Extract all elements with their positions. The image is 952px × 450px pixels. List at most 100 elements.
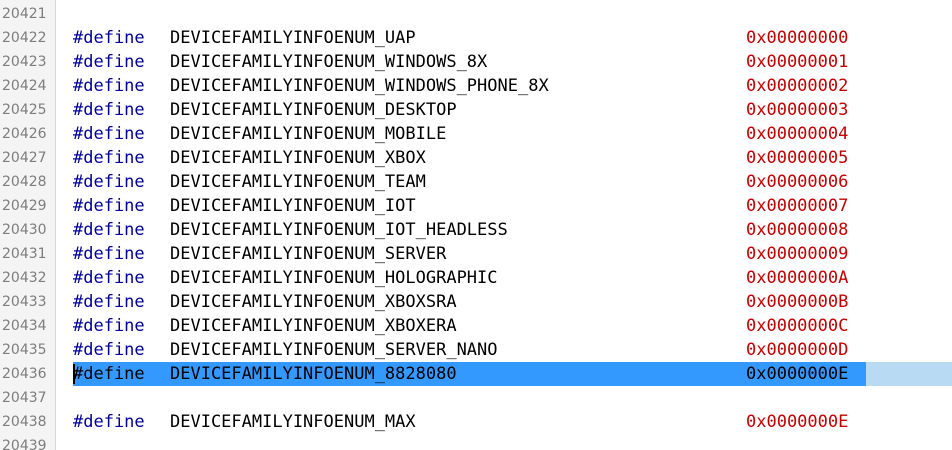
- define-keyword: #define: [73, 292, 145, 312]
- line-number: 20424: [2, 78, 47, 94]
- line-content[interactable]: #define DEVICEFAMILYINFOENUM_XBOXERA 0x000…: [73, 314, 866, 338]
- define-keyword: #define: [73, 28, 145, 48]
- define-keyword: #define: [73, 364, 145, 384]
- code-line[interactable]: 20432 #define DEVICEFAMILYINFOENUM_HOLOGRA…: [0, 266, 952, 290]
- macro-value: 0x00000000: [746, 28, 849, 48]
- line-number: 20437: [2, 390, 47, 406]
- line-number: 20439: [2, 438, 47, 450]
- define-keyword: #define: [73, 196, 145, 216]
- macro-value: 0x00000002: [746, 76, 849, 96]
- code-line[interactable]: 20435 #define DEVICEFAMILYINFOENUM_SERVER_…: [0, 338, 952, 362]
- macro-name: DEVICEFAMILYINFOENUM_WINDOWS_8X: [170, 52, 488, 72]
- define-keyword: #define: [73, 100, 145, 120]
- macro-name: DEVICEFAMILYINFOENUM_IOT: [170, 196, 416, 216]
- line-number: 20434: [2, 318, 47, 334]
- line-number: 20430: [2, 222, 47, 238]
- code-line[interactable]: 20423 #define DEVICEFAMILYINFOENUM_WINDOWS…: [0, 50, 952, 74]
- code-line[interactable]: 20430 #define DEVICEFAMILYINFOENUM_IOT_HEA…: [0, 218, 952, 242]
- line-content[interactable]: #define DEVICEFAMILYINFOENUM_WINDOWS_PHON…: [73, 74, 866, 98]
- line-content[interactable]: #define DEVICEFAMILYINFOENUM_SERVER_NANO 0…: [73, 338, 866, 362]
- line-content[interactable]: [73, 434, 866, 450]
- text-caret: [73, 364, 75, 384]
- line-number: 20435: [2, 342, 47, 358]
- line-content[interactable]: #define DEVICEFAMILYINFOENUM_HOLOGRAPHIC 0…: [73, 266, 866, 290]
- line-number: 20433: [2, 294, 47, 310]
- line-number: 20429: [2, 198, 47, 214]
- define-keyword: #define: [73, 412, 145, 432]
- macro-name: DEVICEFAMILYINFOENUM_WINDOWS_PHONE_8X: [170, 76, 549, 96]
- line-number-gutter: [0, 0, 56, 450]
- line-number: 20425: [2, 102, 47, 118]
- line-number: 20423: [2, 54, 47, 70]
- code-line[interactable]: 20439: [0, 434, 952, 450]
- line-content[interactable]: #define DEVICEFAMILYINFOENUM_8828080 0x000…: [73, 362, 866, 386]
- line-number: 20438: [2, 414, 47, 430]
- define-keyword: #define: [73, 340, 145, 360]
- define-keyword: #define: [73, 76, 145, 96]
- macro-value: 0x00000003: [746, 100, 849, 120]
- macro-name: DEVICEFAMILYINFOENUM_DESKTOP: [170, 100, 457, 120]
- code-line-selected[interactable]: 20436 #define DEVICEFAMILYINFOENUM_8828080…: [0, 362, 952, 386]
- macro-name: DEVICEFAMILYINFOENUM_8828080: [170, 364, 457, 384]
- macro-value: 0x00000007: [746, 196, 849, 216]
- define-keyword: #define: [73, 124, 145, 144]
- define-keyword: #define: [73, 52, 145, 72]
- define-keyword: #define: [73, 316, 145, 336]
- line-content[interactable]: #define DEVICEFAMILYINFOENUM_IOT 0x0000000…: [73, 194, 866, 218]
- code-line[interactable]: 20425 #define DEVICEFAMILYINFOENUM_DESKTOP…: [0, 98, 952, 122]
- define-keyword: #define: [73, 268, 145, 288]
- code-line[interactable]: 20434 #define DEVICEFAMILYINFOENUM_XBOXERA…: [0, 314, 952, 338]
- line-number: 20436: [2, 366, 47, 382]
- line-content[interactable]: #define DEVICEFAMILYINFOENUM_IOT_HEADLESS…: [73, 218, 866, 242]
- macro-value: 0x00000008: [746, 220, 849, 240]
- define-keyword: #define: [73, 148, 145, 168]
- macro-value: 0x00000005: [746, 148, 849, 168]
- macro-value: 0x0000000E: [746, 364, 849, 384]
- line-content[interactable]: #define DEVICEFAMILYINFOENUM_DESKTOP 0x000…: [73, 98, 866, 122]
- line-content[interactable]: #define DEVICEFAMILYINFOENUM_XBOXSRA 0x000…: [73, 290, 866, 314]
- code-line[interactable]: 20421: [0, 2, 952, 26]
- code-line[interactable]: 20429 #define DEVICEFAMILYINFOENUM_IOT 0x00…: [0, 194, 952, 218]
- code-line[interactable]: 20427 #define DEVICEFAMILYINFOENUM_XBOX 0x0…: [0, 146, 952, 170]
- line-content[interactable]: [73, 386, 866, 410]
- define-keyword: #define: [73, 244, 145, 264]
- macro-value: 0x0000000B: [746, 292, 849, 312]
- line-number: 20432: [2, 270, 47, 286]
- selection-tail: [866, 362, 952, 386]
- macro-name: DEVICEFAMILYINFOENUM_SERVER_NANO: [170, 340, 498, 360]
- macro-name: DEVICEFAMILYINFOENUM_IOT_HEADLESS: [170, 220, 508, 240]
- line-number: 20427: [2, 150, 47, 166]
- macro-name: DEVICEFAMILYINFOENUM_XBOXERA: [170, 316, 457, 336]
- macro-value: 0x0000000D: [746, 340, 849, 360]
- macro-value: 0x0000000A: [746, 268, 849, 288]
- line-number: 20422: [2, 30, 47, 46]
- code-line[interactable]: 20424 #define DEVICEFAMILYINFOENUM_WINDOWS…: [0, 74, 952, 98]
- line-number: 20431: [2, 246, 47, 262]
- macro-name: DEVICEFAMILYINFOENUM_MOBILE: [170, 124, 447, 144]
- line-number: 20421: [2, 6, 47, 22]
- line-content[interactable]: #define DEVICEFAMILYINFOENUM_XBOX 0x000000…: [73, 146, 866, 170]
- macro-name: DEVICEFAMILYINFOENUM_MAX: [170, 412, 416, 432]
- define-keyword: #define: [73, 220, 145, 240]
- line-content[interactable]: [73, 2, 866, 26]
- code-line[interactable]: 20437: [0, 386, 952, 410]
- macro-name: DEVICEFAMILYINFOENUM_XBOXSRA: [170, 292, 457, 312]
- code-line[interactable]: 20433 #define DEVICEFAMILYINFOENUM_XBOXSRA…: [0, 290, 952, 314]
- macro-name: DEVICEFAMILYINFOENUM_XBOX: [170, 148, 426, 168]
- macro-value: 0x00000006: [746, 172, 849, 192]
- macro-name: DEVICEFAMILYINFOENUM_HOLOGRAPHIC: [170, 268, 498, 288]
- macro-value: 0x0000000C: [746, 316, 849, 336]
